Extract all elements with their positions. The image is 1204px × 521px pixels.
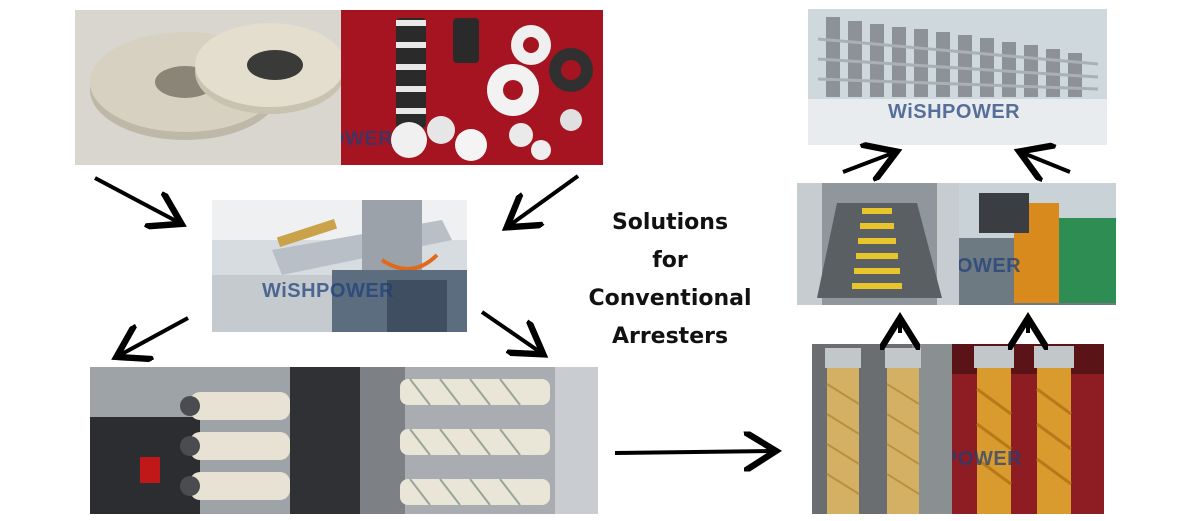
- photo-fiberglass-tape-rolls: [75, 10, 341, 165]
- diagram-title: Solutions for Conventional Arresters: [585, 204, 755, 356]
- title-line: Conventional: [588, 286, 752, 311]
- title-line: Solutions: [611, 210, 729, 235]
- arrow-machine-to-winder: [120, 316, 189, 355]
- photo-molding-press: [797, 183, 959, 305]
- title-line: Arresters: [611, 324, 729, 349]
- arrow-discs-to-machine: [510, 174, 580, 225]
- arrow-rods-to-cores: [614, 451, 772, 453]
- watermark: WiSHPOWER: [952, 448, 1023, 470]
- photo-amber-cores: WiSHPOWER: [952, 344, 1104, 514]
- watermark: WiSHPOWER: [262, 280, 395, 302]
- watermark: WiSHPOWER: [341, 128, 394, 150]
- arrow-machine-to-rods: [480, 310, 540, 352]
- arrow-tape-to-machine: [94, 176, 178, 222]
- title-line: for: [652, 248, 688, 273]
- photo-winding-machine: [90, 367, 360, 514]
- photo-finished-arresters: WiSHPOWER: [808, 9, 1107, 145]
- watermark: WiSHPOWER: [959, 255, 1022, 277]
- photo-injection-machine: WiSHPOWER: [959, 183, 1116, 305]
- photo-worker-machine: WiSHPOWER: [212, 200, 467, 332]
- watermark: WiSHPOWER: [888, 101, 1021, 123]
- photo-wound-rods: [360, 367, 598, 514]
- arrow-injection-to-finished: [1023, 153, 1071, 172]
- photo-varistor-discs: WiSHPOWER: [341, 10, 603, 165]
- photo-wrapped-cores: [812, 344, 952, 514]
- arrow-press-to-finished: [842, 153, 893, 172]
